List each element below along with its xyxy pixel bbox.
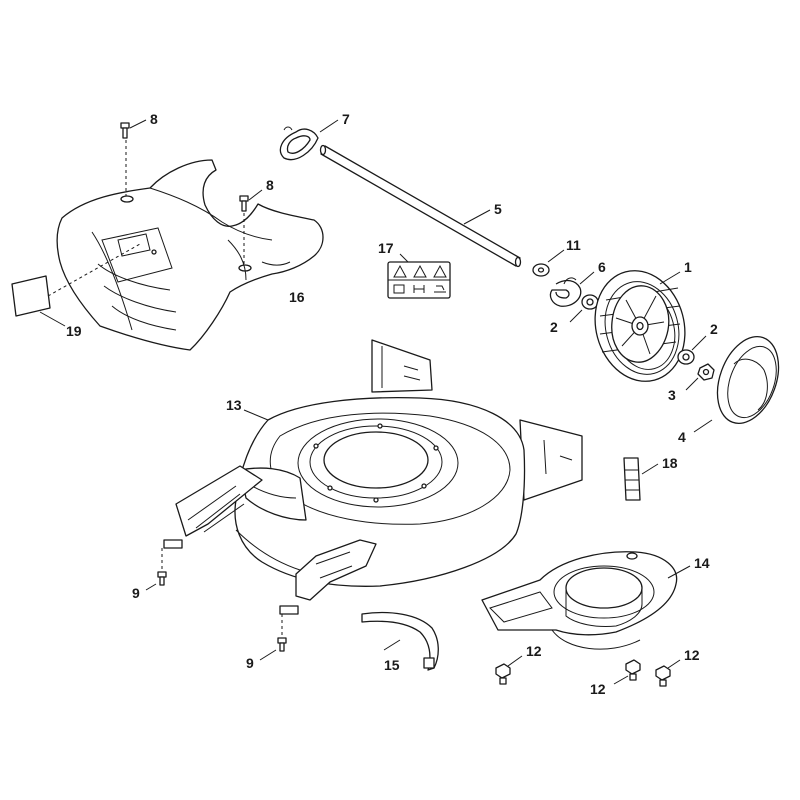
- hubcap: [693, 335, 780, 433]
- callout-2-right: 2: [710, 321, 718, 337]
- callout-1: 1: [684, 259, 692, 275]
- callout-11: 11: [566, 237, 581, 253]
- callout-5: 5: [494, 201, 502, 217]
- callout-13: 13: [226, 397, 242, 413]
- callout-14: 14: [694, 555, 710, 571]
- screw-8-top: [120, 119, 147, 196]
- callout-18: 18: [662, 455, 678, 471]
- nut: [685, 363, 715, 391]
- screw-8-right: [239, 189, 263, 266]
- mower-deck: [163, 339, 583, 615]
- callout-8-top: 8: [150, 111, 158, 127]
- callout-19: 19: [66, 323, 82, 339]
- callout-6: 6: [598, 259, 606, 275]
- callout-9-left: 9: [132, 585, 140, 601]
- callout-12-b: 12: [590, 681, 606, 697]
- callout-16: 16: [289, 289, 305, 305]
- callout-3: 3: [668, 387, 676, 403]
- small-label: [623, 457, 659, 501]
- callout-12-c: 12: [684, 647, 700, 663]
- label-sticker: [11, 243, 141, 327]
- axle-rod: [319, 144, 522, 268]
- curved-strip: [361, 611, 439, 671]
- bushing-right: [677, 335, 707, 365]
- callout-7: 7: [342, 111, 350, 127]
- discharge-cover: [481, 551, 691, 650]
- wheel: [594, 270, 686, 382]
- bolt-12-c: [655, 659, 681, 687]
- warning-label: [387, 253, 451, 299]
- washer: [532, 249, 565, 277]
- callout-12-a: 12: [526, 643, 542, 659]
- callout-2-left: 2: [550, 319, 558, 335]
- spring-clip: [279, 119, 339, 161]
- bolt-12-b: [613, 659, 641, 685]
- callout-9-right: 9: [246, 655, 254, 671]
- callout-15: 15: [384, 657, 400, 673]
- screw-9-left: [145, 548, 167, 591]
- screw-9-right: [259, 614, 287, 661]
- callout-labels: 8 7 8 5 17 11 1 6 16 19 2 2 3 13 4 18 14…: [66, 111, 718, 697]
- callout-17: 17: [378, 240, 394, 256]
- callout-8-right: 8: [266, 177, 274, 193]
- bushing-left: [569, 294, 599, 323]
- wheel-clip: [549, 271, 595, 307]
- callout-4: 4: [678, 429, 686, 445]
- bolt-12-a: [495, 655, 523, 685]
- rear-cover: [56, 159, 324, 351]
